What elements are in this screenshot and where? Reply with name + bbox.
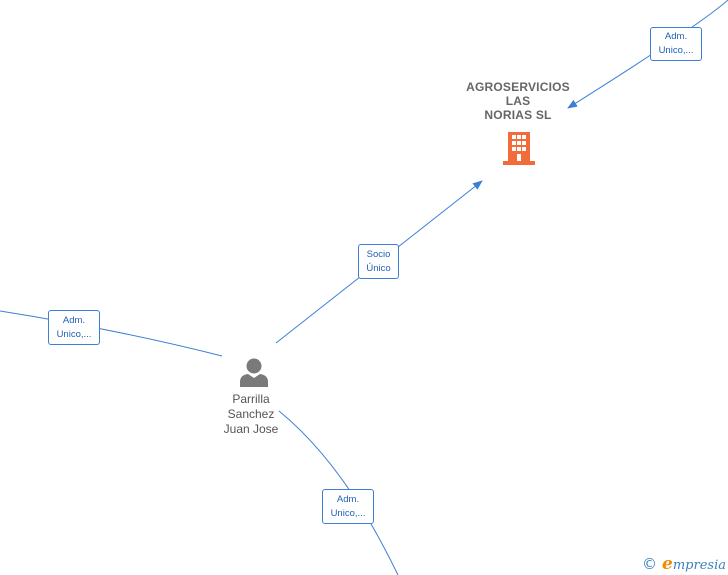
person-node-name[interactable]: Parrilla Sanchez Juan Jose <box>200 392 302 437</box>
edge-label-left[interactable]: Adm. Unico,... <box>48 310 100 345</box>
copyright-icon: © <box>642 555 658 573</box>
edge-label-line: Único <box>366 262 391 274</box>
edge-bottom <box>278 410 399 575</box>
edge-label-line: Socio <box>366 248 391 260</box>
brand-rest: mpresia <box>672 558 726 573</box>
edge-label-bottom[interactable]: Adm. Unico,... <box>322 489 374 524</box>
edge-top-right <box>567 0 728 109</box>
edge-label-line: Adm. <box>336 493 360 505</box>
edge-label-line: Unico,... <box>658 45 694 56</box>
edge-label-line: Unico,... <box>56 328 92 340</box>
edge-left <box>0 310 223 357</box>
brand-logo[interactable]: empresia <box>662 554 726 574</box>
edge-label-line: Unico,... <box>330 507 366 519</box>
company-node-name[interactable]: AGROSERVICIOS LAS NORIAS SL <box>448 80 588 122</box>
building-icon[interactable] <box>503 132 535 165</box>
person-icon[interactable] <box>239 358 269 387</box>
person-name-line: Sanchez <box>227 407 275 421</box>
edge-label-top-right[interactable]: Adm. Unico,... <box>650 27 702 61</box>
brand-footer: © empresia <box>642 554 726 574</box>
brand-initial: e <box>662 554 673 574</box>
person-name-line: Parrilla <box>232 392 270 406</box>
edge-label-line: Adm. <box>664 31 688 42</box>
company-name-line: AGROSERVICIOS <box>466 80 570 94</box>
company-name-line: NORIAS SL <box>484 108 552 122</box>
company-name-line: LAS <box>505 94 531 108</box>
edge-label-socio[interactable]: Socio Único <box>358 244 399 279</box>
person-name-line: Juan Jose <box>223 422 279 436</box>
edge-label-line: Adm. <box>62 314 86 326</box>
